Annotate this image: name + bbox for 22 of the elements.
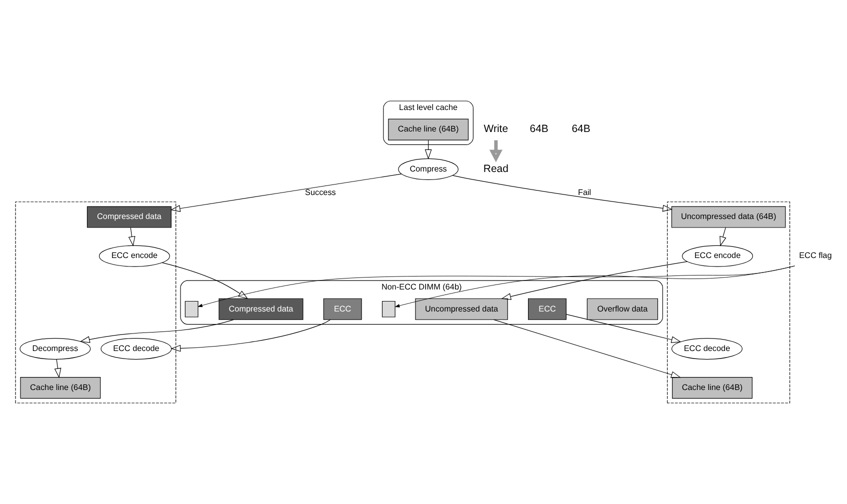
arrow [424,140,432,160]
arrow [720,227,726,246]
cluster [667,202,790,404]
arrow [54,359,62,378]
label: 64B [572,124,590,136]
arrow [395,266,795,308]
node-box [382,300,396,318]
label: Read [483,164,508,175]
arrow [501,261,688,300]
arrow [566,314,682,344]
arrow [162,262,248,300]
arrow [170,174,402,212]
arrow [198,266,795,308]
arrow [452,175,673,212]
arrow [128,227,136,246]
arrow [170,319,331,352]
label: Write [484,124,508,136]
label: 64B [530,124,548,136]
cluster [15,202,176,404]
arrow [494,319,681,378]
node-box [184,300,198,318]
arrow [80,319,234,343]
